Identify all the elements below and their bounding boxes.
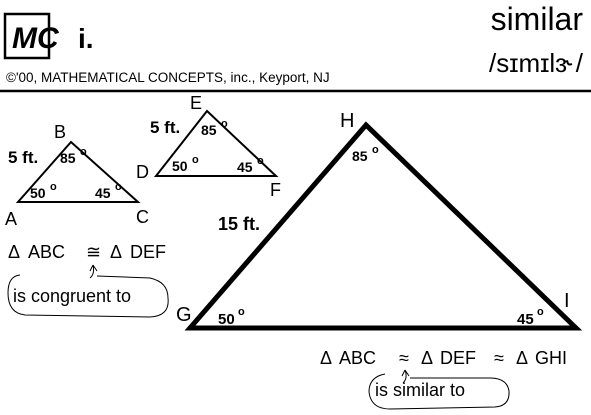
similar-caption: is similar to (375, 380, 465, 400)
angle-h-ghi: 85 (352, 148, 368, 164)
degree-i-ghi: o (537, 306, 544, 318)
similar-triangle-1: ABC (339, 348, 376, 368)
similar-statement: Δ ABC ≈ Δ DEF ≈ Δ GHI is similar to (320, 348, 567, 410)
logo-text: MC (12, 22, 60, 55)
vertex-label-h: H (340, 110, 354, 132)
delta-symbol: Δ (320, 348, 332, 368)
angle-a-abc: 50 (30, 185, 46, 201)
degree-b-abc: o (80, 146, 87, 158)
angle-f-def: 45 (237, 159, 253, 175)
delta-symbol: Δ (110, 242, 122, 262)
congruent-symbol: ≅ (86, 242, 101, 262)
similar-symbol-1: ≈ (399, 348, 409, 368)
triangle-ghi: G H I 15 ft. 85 o 50 o 45 o (176, 110, 583, 331)
word-title: similar (491, 1, 584, 37)
vertex-label-c: C (136, 207, 149, 227)
congruent-caption: is congruent to (13, 286, 131, 306)
triangle-abc-shape (15, 140, 141, 203)
pronunciation-text: /sɪmɪlɜ˞/ (489, 48, 584, 78)
side-label-abc: 5 ft. (8, 148, 38, 167)
side-label-def: 5 ft. (150, 118, 180, 137)
congruent-caption-outline (7, 274, 169, 318)
logo: MC i. (3, 12, 94, 60)
vertex-label-e: E (190, 93, 202, 113)
similar-symbol-2: ≈ (494, 348, 504, 368)
similar-triangle-3: GHI (535, 348, 567, 368)
vertex-label-a: A (5, 209, 17, 229)
triangle-def-shape (153, 109, 279, 177)
degree-d-def: o (192, 154, 199, 166)
logo-suffix: i. (78, 23, 94, 54)
angle-b-abc: 85 (60, 150, 76, 166)
copyright-text: ©'00, MATHEMATICAL CONCEPTS, inc., Keypo… (6, 70, 330, 85)
triangle-abc: A B C 5 ft. 85 o 50 o 45 o (5, 122, 149, 229)
side-label-ghi: 15 ft. (218, 214, 260, 234)
degree-e-def: o (221, 118, 228, 130)
angle-e-def: 85 (201, 122, 217, 138)
delta-symbol: Δ (8, 242, 20, 262)
vertex-label-g: G (176, 304, 192, 326)
delta-symbol: Δ (516, 348, 528, 368)
congruent-left-triangle: ABC (28, 242, 65, 262)
degree-a-abc: o (50, 181, 57, 193)
vertex-label-f: F (270, 180, 281, 200)
similar-caption-outline (368, 373, 510, 410)
degree-h-ghi: o (372, 144, 379, 156)
triangle-def: D E F 5 ft. 85 o 50 o 45 o (136, 93, 281, 200)
angle-c-abc: 45 (95, 185, 111, 201)
angle-g-ghi: 50 (218, 311, 235, 328)
angle-d-def: 50 (172, 158, 188, 174)
congruent-right-triangle: DEF (130, 242, 166, 262)
degree-g-ghi: o (238, 306, 245, 318)
similar-pointer-arrow (401, 369, 410, 384)
congruent-statement: Δ ABC ≅ Δ DEF is congruent to (7, 242, 169, 318)
vertex-label-i: I (564, 290, 570, 312)
angle-i-ghi: 45 (517, 311, 534, 328)
triangle-ghi-shape (184, 121, 583, 331)
degree-f-def: o (257, 155, 264, 167)
vertex-label-b: B (54, 122, 66, 142)
degree-c-abc: o (115, 181, 122, 193)
congruent-pointer-arrow (89, 264, 98, 279)
vertex-label-d: D (136, 162, 149, 182)
delta-symbol: Δ (421, 348, 433, 368)
similar-triangle-2: DEF (440, 348, 476, 368)
logo-box (3, 12, 51, 60)
